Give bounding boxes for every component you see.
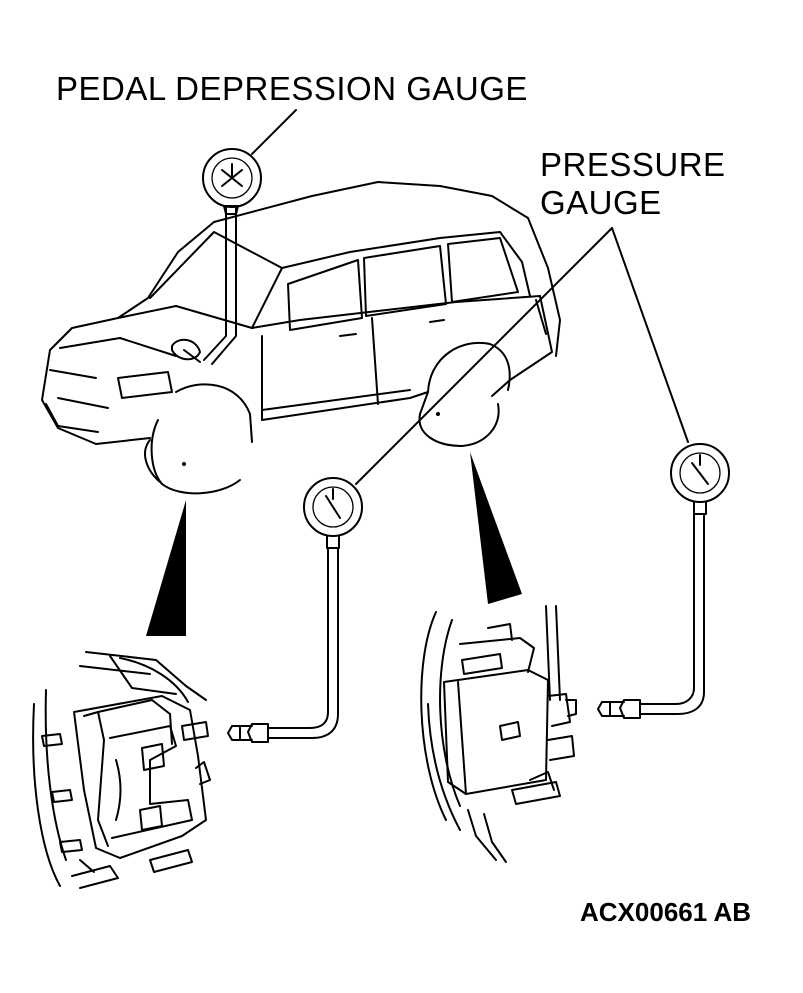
front-wheel-pointer xyxy=(146,500,186,636)
vehicle xyxy=(41,181,561,495)
pressure-gauge-label: PRESSURE GAUGE xyxy=(540,146,726,222)
rear-brake-caliper xyxy=(420,605,577,863)
front-brake-caliper xyxy=(32,651,211,889)
rear-wheel-pointer xyxy=(470,452,522,604)
pedal-depression-gauge-label: PEDAL DEPRESSION GAUGE xyxy=(56,70,528,107)
pressure-gauge-label-line2: GAUGE xyxy=(540,184,662,221)
pedal-gauge-leader xyxy=(251,109,297,155)
pressure-gauge-rear xyxy=(597,227,730,719)
figure-code: ACX00661 AB xyxy=(580,897,752,927)
pedal-depression-gauge xyxy=(202,148,262,365)
pressure-gauge-front xyxy=(227,227,613,743)
pressure-gauge-label-line1: PRESSURE xyxy=(540,146,726,183)
